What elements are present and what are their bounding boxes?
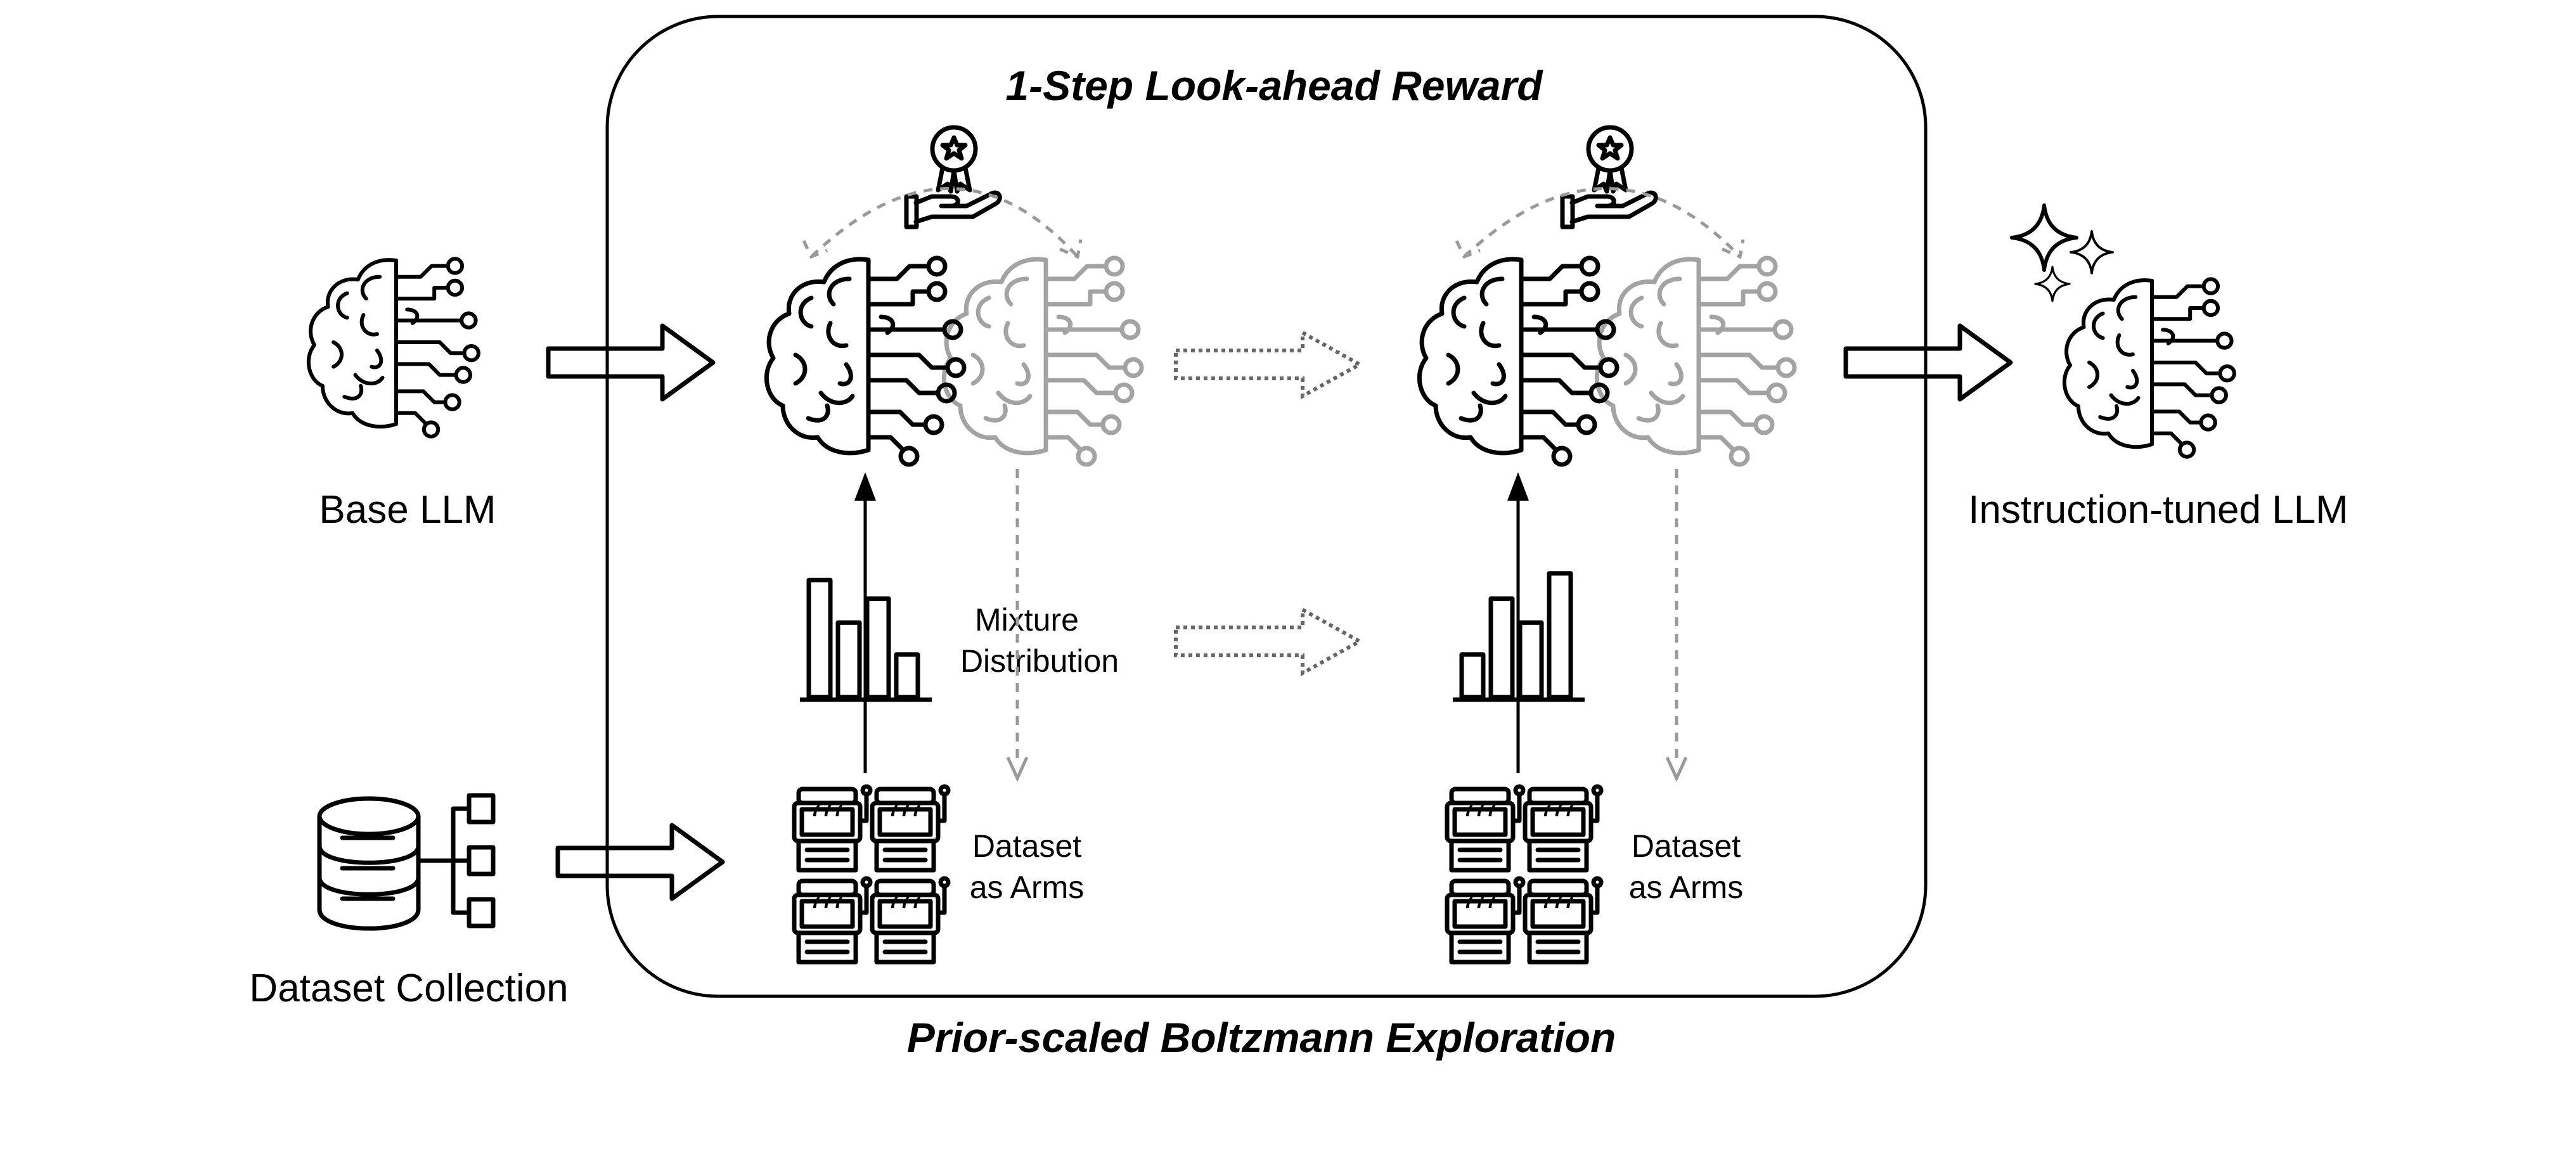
slot-reel-text: 777 <box>810 890 844 913</box>
bar-chart-icon-step2 <box>1453 571 1585 702</box>
mixture-label-line1: Mixture <box>975 602 1079 638</box>
transition-arrow-bottom <box>1176 610 1360 673</box>
reward-arc-head-right-2 <box>1722 239 1745 259</box>
bar-4 <box>894 652 920 700</box>
slot-reel-text: 777 <box>1463 890 1497 913</box>
arms-label-line1-step2: Dataset <box>1632 828 1741 864</box>
down-dashed-head-step2 <box>1665 756 1688 783</box>
active-brain-step1 <box>766 258 964 465</box>
instruction-tuned-label: Instruction-tuned LLM <box>1968 488 2348 532</box>
bar-3 <box>1517 620 1544 700</box>
reward-arc-head-left-2 <box>1455 240 1481 259</box>
arms-label-line1-step1: Dataset <box>972 828 1081 864</box>
input-arrow-top <box>548 326 713 399</box>
slot-reel-text: 777 <box>1463 798 1497 821</box>
base-llm-label: Base LLM <box>319 488 496 532</box>
bottom-title: Prior-scaled Boltzmann Exploration <box>907 1014 1616 1061</box>
up-arrow-head-step2 <box>1507 472 1529 501</box>
up-arrow-head-step1 <box>854 472 876 501</box>
input-arrow-bottom <box>558 825 723 899</box>
down-dashed-head-step1 <box>1006 756 1029 783</box>
bar-3 <box>865 596 891 700</box>
arms-label-line2-step2: as Arms <box>1629 870 1744 905</box>
sparkle-icon <box>2012 205 2114 302</box>
active-brain-step2 <box>1419 258 1617 465</box>
bar-chart-icon-step1 <box>800 577 932 702</box>
slot-reel-text: 777 <box>888 890 922 913</box>
slot-reel-text: 777 <box>1541 798 1575 821</box>
reward-arc-head-left <box>802 240 828 259</box>
database-tree-icon <box>317 793 496 931</box>
transition-arrow-top <box>1176 333 1360 396</box>
mixture-label-line2: Distribution <box>960 643 1119 679</box>
tuned-llm-brain-icon <box>2064 279 2234 456</box>
top-title: 1-Step Look-ahead Reward <box>1005 62 1543 109</box>
reward-hand-icon-2 <box>1562 127 1656 227</box>
reward-hand-icon <box>906 127 1000 227</box>
slot-reel-text: 777 <box>888 798 922 821</box>
arms-label-line2-step1: as Arms <box>970 870 1085 905</box>
bar-4 <box>1547 571 1573 700</box>
bar-1 <box>806 577 833 700</box>
faded-brain-step2 <box>1597 258 1794 465</box>
bar-2 <box>1488 596 1515 700</box>
bar-1 <box>1459 652 1486 700</box>
slot-reels-step2: 777 777 777 777 <box>1463 798 1575 913</box>
reward-arc-step2 <box>1463 187 1741 258</box>
slot-reels-step1: 777 777 777 777 <box>810 798 922 913</box>
reward-arc-head-right <box>1059 239 1083 259</box>
reward-arc-step1 <box>810 187 1079 258</box>
bar-2 <box>835 620 862 700</box>
base-llm-brain-icon <box>309 259 479 436</box>
main-panel-frame <box>605 15 1928 998</box>
dataset-collection-label: Dataset Collection <box>249 967 568 1010</box>
output-arrow <box>1846 326 2011 399</box>
slot-reel-text: 777 <box>1541 890 1575 913</box>
faded-brain-step1 <box>944 258 1142 465</box>
slot-reel-text: 777 <box>810 798 844 821</box>
